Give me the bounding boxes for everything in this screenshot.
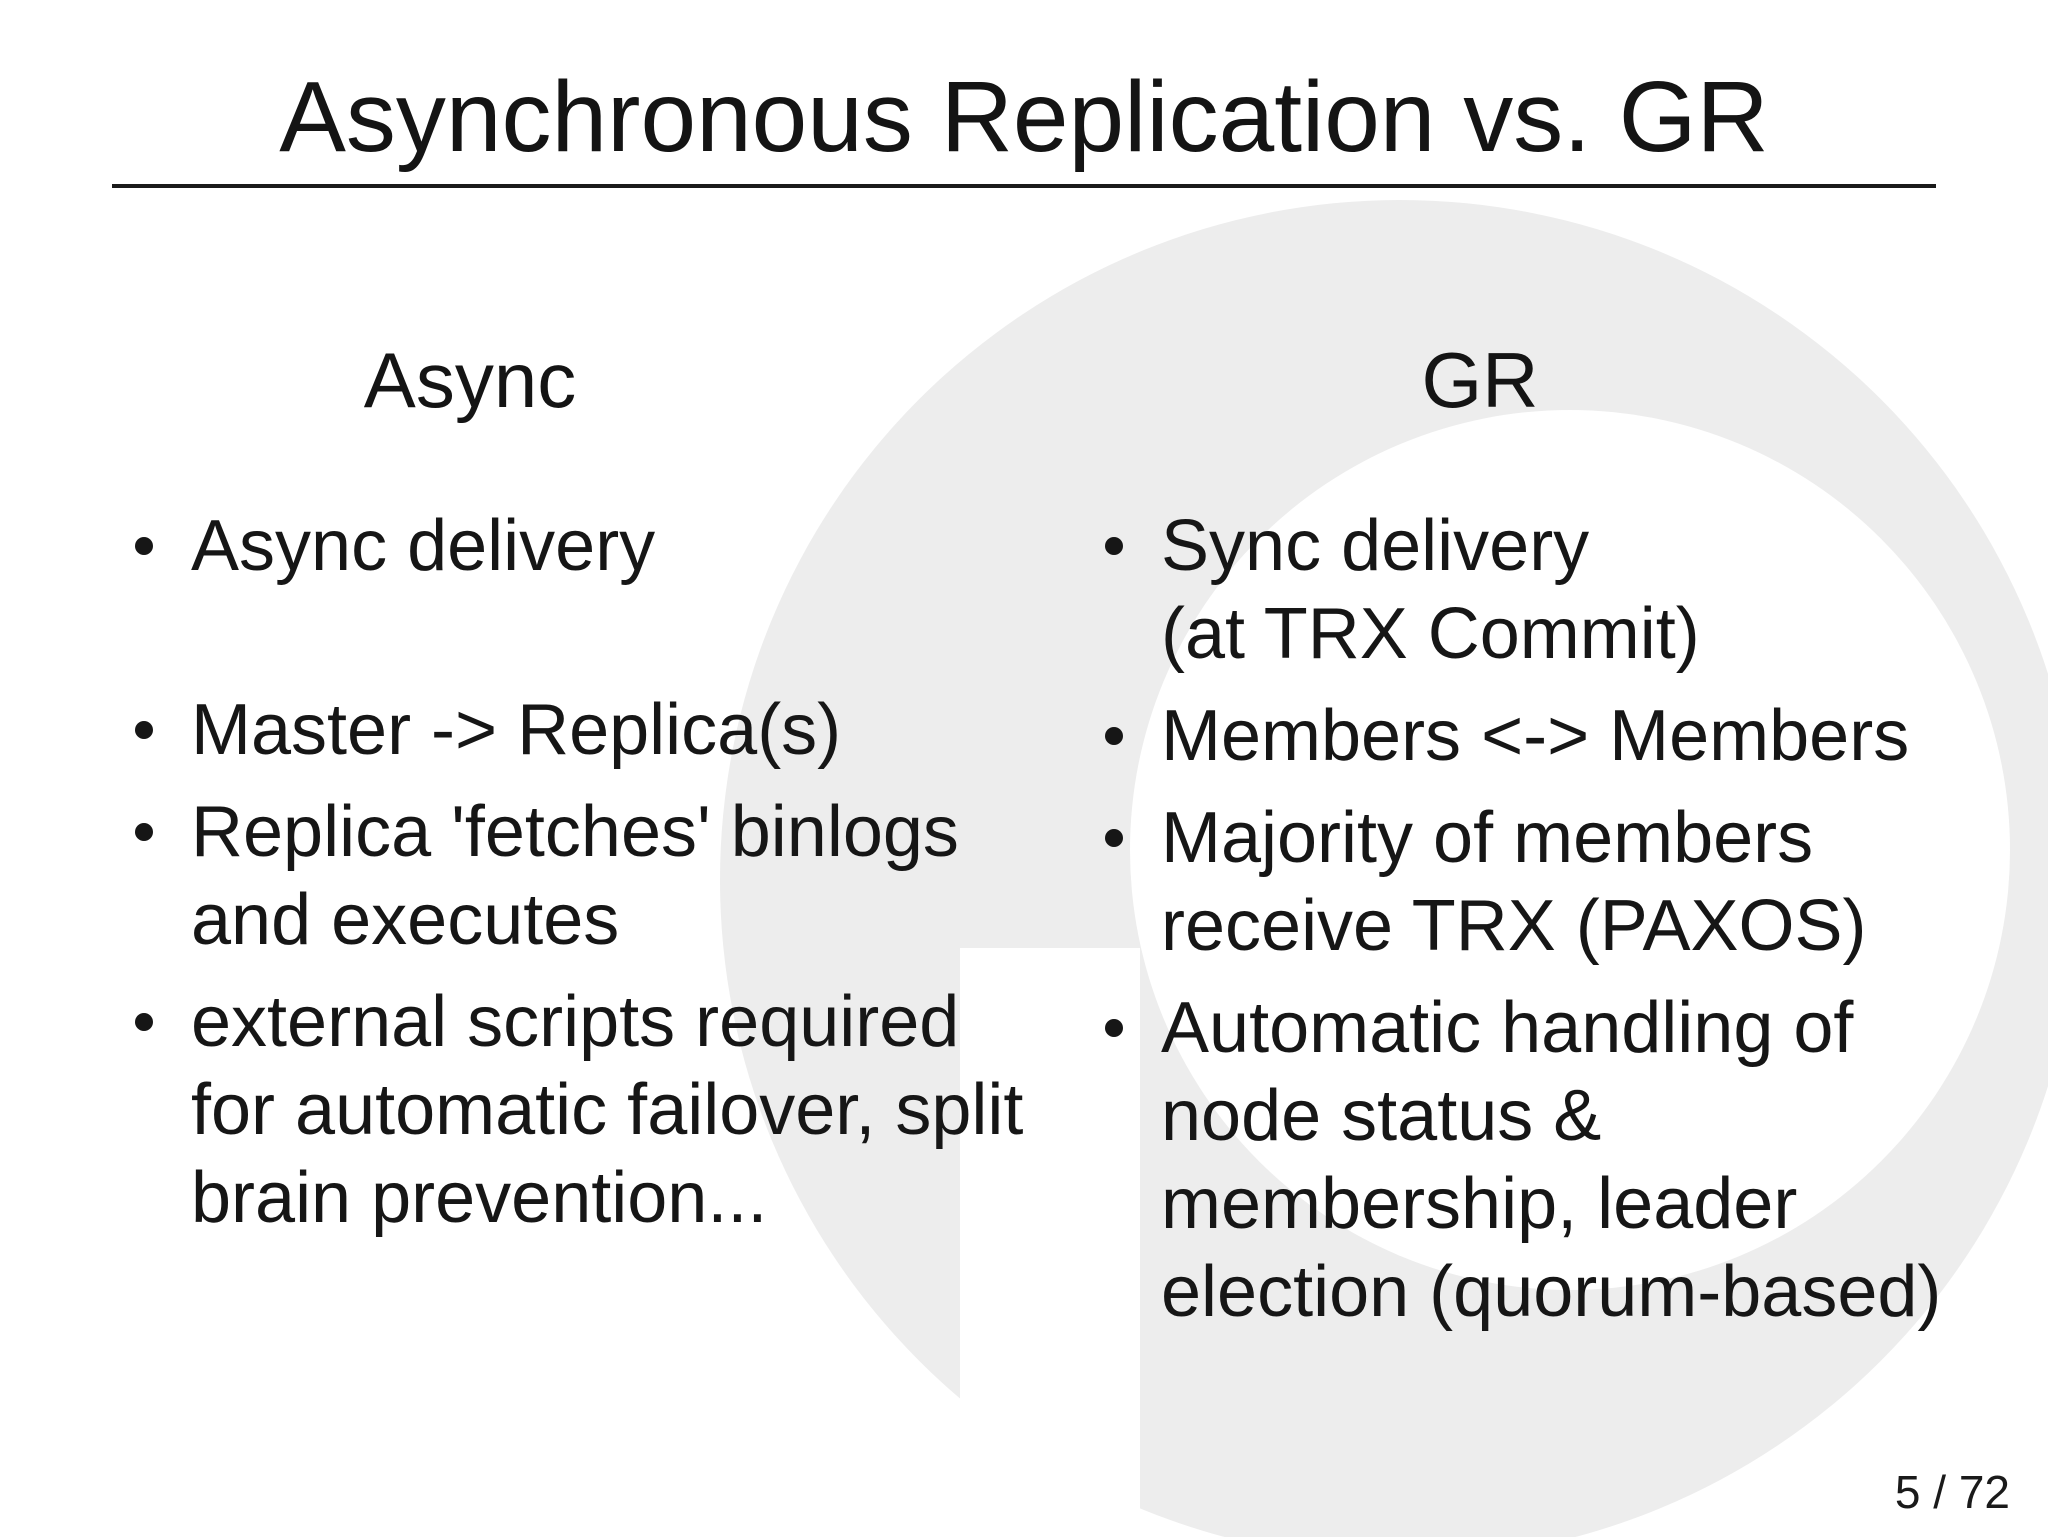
bullet-line: Replica 'fetches' binlogs (191, 792, 959, 872)
watermark-gap (960, 948, 1140, 1537)
bullet-line: external scripts required (191, 982, 960, 1062)
bullet-line: election (quorum-based) (1161, 1252, 1942, 1332)
watermark-counter (1130, 410, 2010, 1290)
bullet-line: Members <-> Members (1161, 696, 1910, 776)
bullet-line: brain prevention... (191, 1158, 768, 1238)
bullet-item: Master -> Replica(s) (135, 686, 1023, 774)
bullet-line: for automatic failover, split (191, 1070, 1024, 1150)
bullet-line: Automatic handling of (1161, 988, 1854, 1068)
bullet-line: receive TRX (PAXOS) (1161, 886, 1867, 966)
bullet-line: Master -> Replica(s) (191, 690, 842, 770)
page-number: 5 / 72 (1894, 1466, 2010, 1518)
bullet-line: (at TRX Commit) (1161, 594, 1700, 674)
gr-bullet-list: Sync delivery(at TRX Commit) Members <-> … (1105, 502, 1941, 1350)
title-underline (112, 184, 1936, 188)
bullet-line: membership, leader (1161, 1164, 1798, 1244)
bullet-item: Members <-> Members (1105, 692, 1941, 780)
bullet-line: Async delivery (191, 506, 656, 586)
page-title: Asynchronous Replication vs. GR (279, 61, 1769, 173)
bullet-line: node status & (1161, 1076, 1602, 1156)
bullet-item: Async delivery (135, 502, 1023, 590)
bullet-line: and executes (191, 880, 620, 960)
column-heading-async: Async (363, 336, 577, 424)
bullet-line: Sync delivery (1161, 506, 1590, 586)
bullet-line: Majority of members (1161, 798, 1814, 878)
column-heading-gr: GR (1421, 336, 1539, 424)
bullet-item: Sync delivery(at TRX Commit) (1105, 502, 1941, 678)
